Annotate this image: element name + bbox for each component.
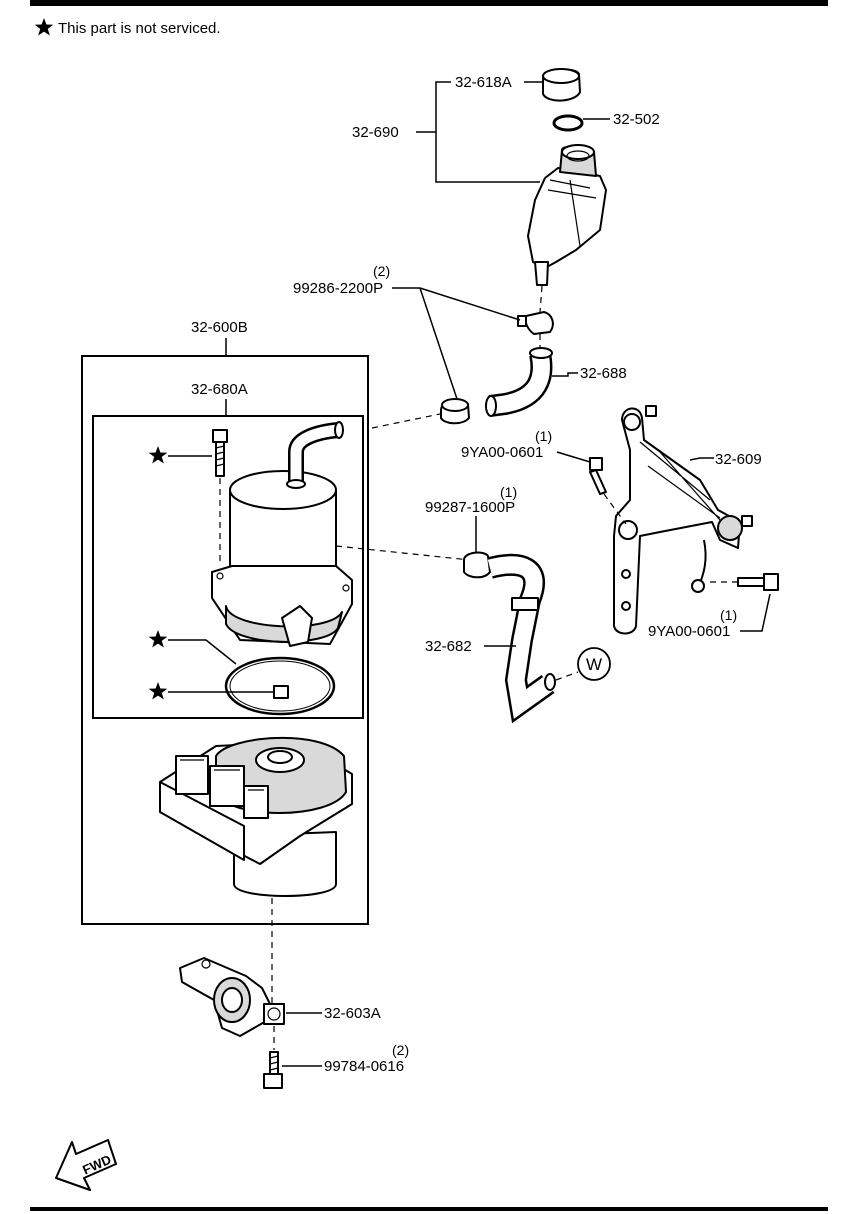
callout-9YA00-upper-qty: (1) (535, 428, 552, 444)
callout-32-618A: 32-618A (455, 74, 512, 91)
callout-32-603A: 32-603A (324, 1005, 381, 1022)
return-hose[interactable] (485, 347, 553, 417)
pump-bracket[interactable] (613, 405, 753, 635)
callout-32-680A: 32-680A (191, 381, 248, 398)
callout-99784-0616: 99784-0616 (324, 1058, 404, 1075)
assembly-box-32-600B (81, 355, 369, 925)
suction-hose[interactable] (487, 553, 556, 724)
o-ring[interactable] (224, 656, 336, 716)
motor-fluid-tank[interactable] (211, 421, 353, 647)
callout-w: W (586, 655, 602, 674)
callout-99287-1600P: 99287-1600P (425, 499, 515, 516)
bracket-bolt-lower[interactable] (737, 573, 779, 591)
header-note: This part is not serviced. (58, 20, 221, 37)
callout-99286-qty: (2) (373, 263, 390, 279)
reservoir-tank[interactable] (527, 144, 607, 286)
callout-99287-qty: (1) (500, 484, 517, 500)
hose-clamp-suction[interactable] (463, 551, 491, 579)
assembly-box-32-680A (92, 415, 364, 719)
top-border (30, 0, 828, 6)
star-icon (34, 18, 54, 36)
callout-32-682: 32-682 (425, 638, 472, 655)
callout-9YA00-0601-lower: 9YA00-0601 (648, 623, 730, 640)
callout-32-688: 32-688 (580, 365, 627, 382)
callout-32-600B: 32-600B (191, 319, 248, 336)
callout-32-502: 32-502 (613, 111, 660, 128)
small-filter[interactable] (273, 685, 289, 699)
callout-32-609: 32-609 (715, 451, 762, 468)
hose-clamp-lower[interactable] (440, 398, 470, 425)
reservoir-cap[interactable] (542, 68, 581, 102)
star-icon (148, 630, 168, 648)
callout-32-690: 32-690 (352, 124, 399, 141)
mount-bolt[interactable] (263, 1051, 283, 1089)
star-icon (148, 446, 168, 464)
rubber-mount[interactable] (263, 1003, 285, 1025)
pump-motor-unit[interactable] (159, 736, 353, 897)
bracket-bolt-upper[interactable] (589, 457, 607, 495)
hose-clamp-upper[interactable] (517, 311, 554, 335)
fwd-arrow-icon: FWD (55, 1139, 117, 1191)
reservoir-seal-ring[interactable] (552, 114, 584, 132)
callout-9YA00-lower-qty: (1) (720, 607, 737, 623)
bottom-border (30, 1207, 828, 1211)
motor-bolt[interactable] (212, 429, 228, 477)
callout-99784-qty: (2) (392, 1042, 409, 1058)
star-icon (148, 682, 168, 700)
reference-circle-w (577, 647, 611, 681)
callout-99286-2200P: 99286-2200P (293, 280, 383, 297)
callout-9YA00-0601-upper: 9YA00-0601 (461, 444, 543, 461)
lower-mount-bracket[interactable] (179, 957, 271, 1037)
